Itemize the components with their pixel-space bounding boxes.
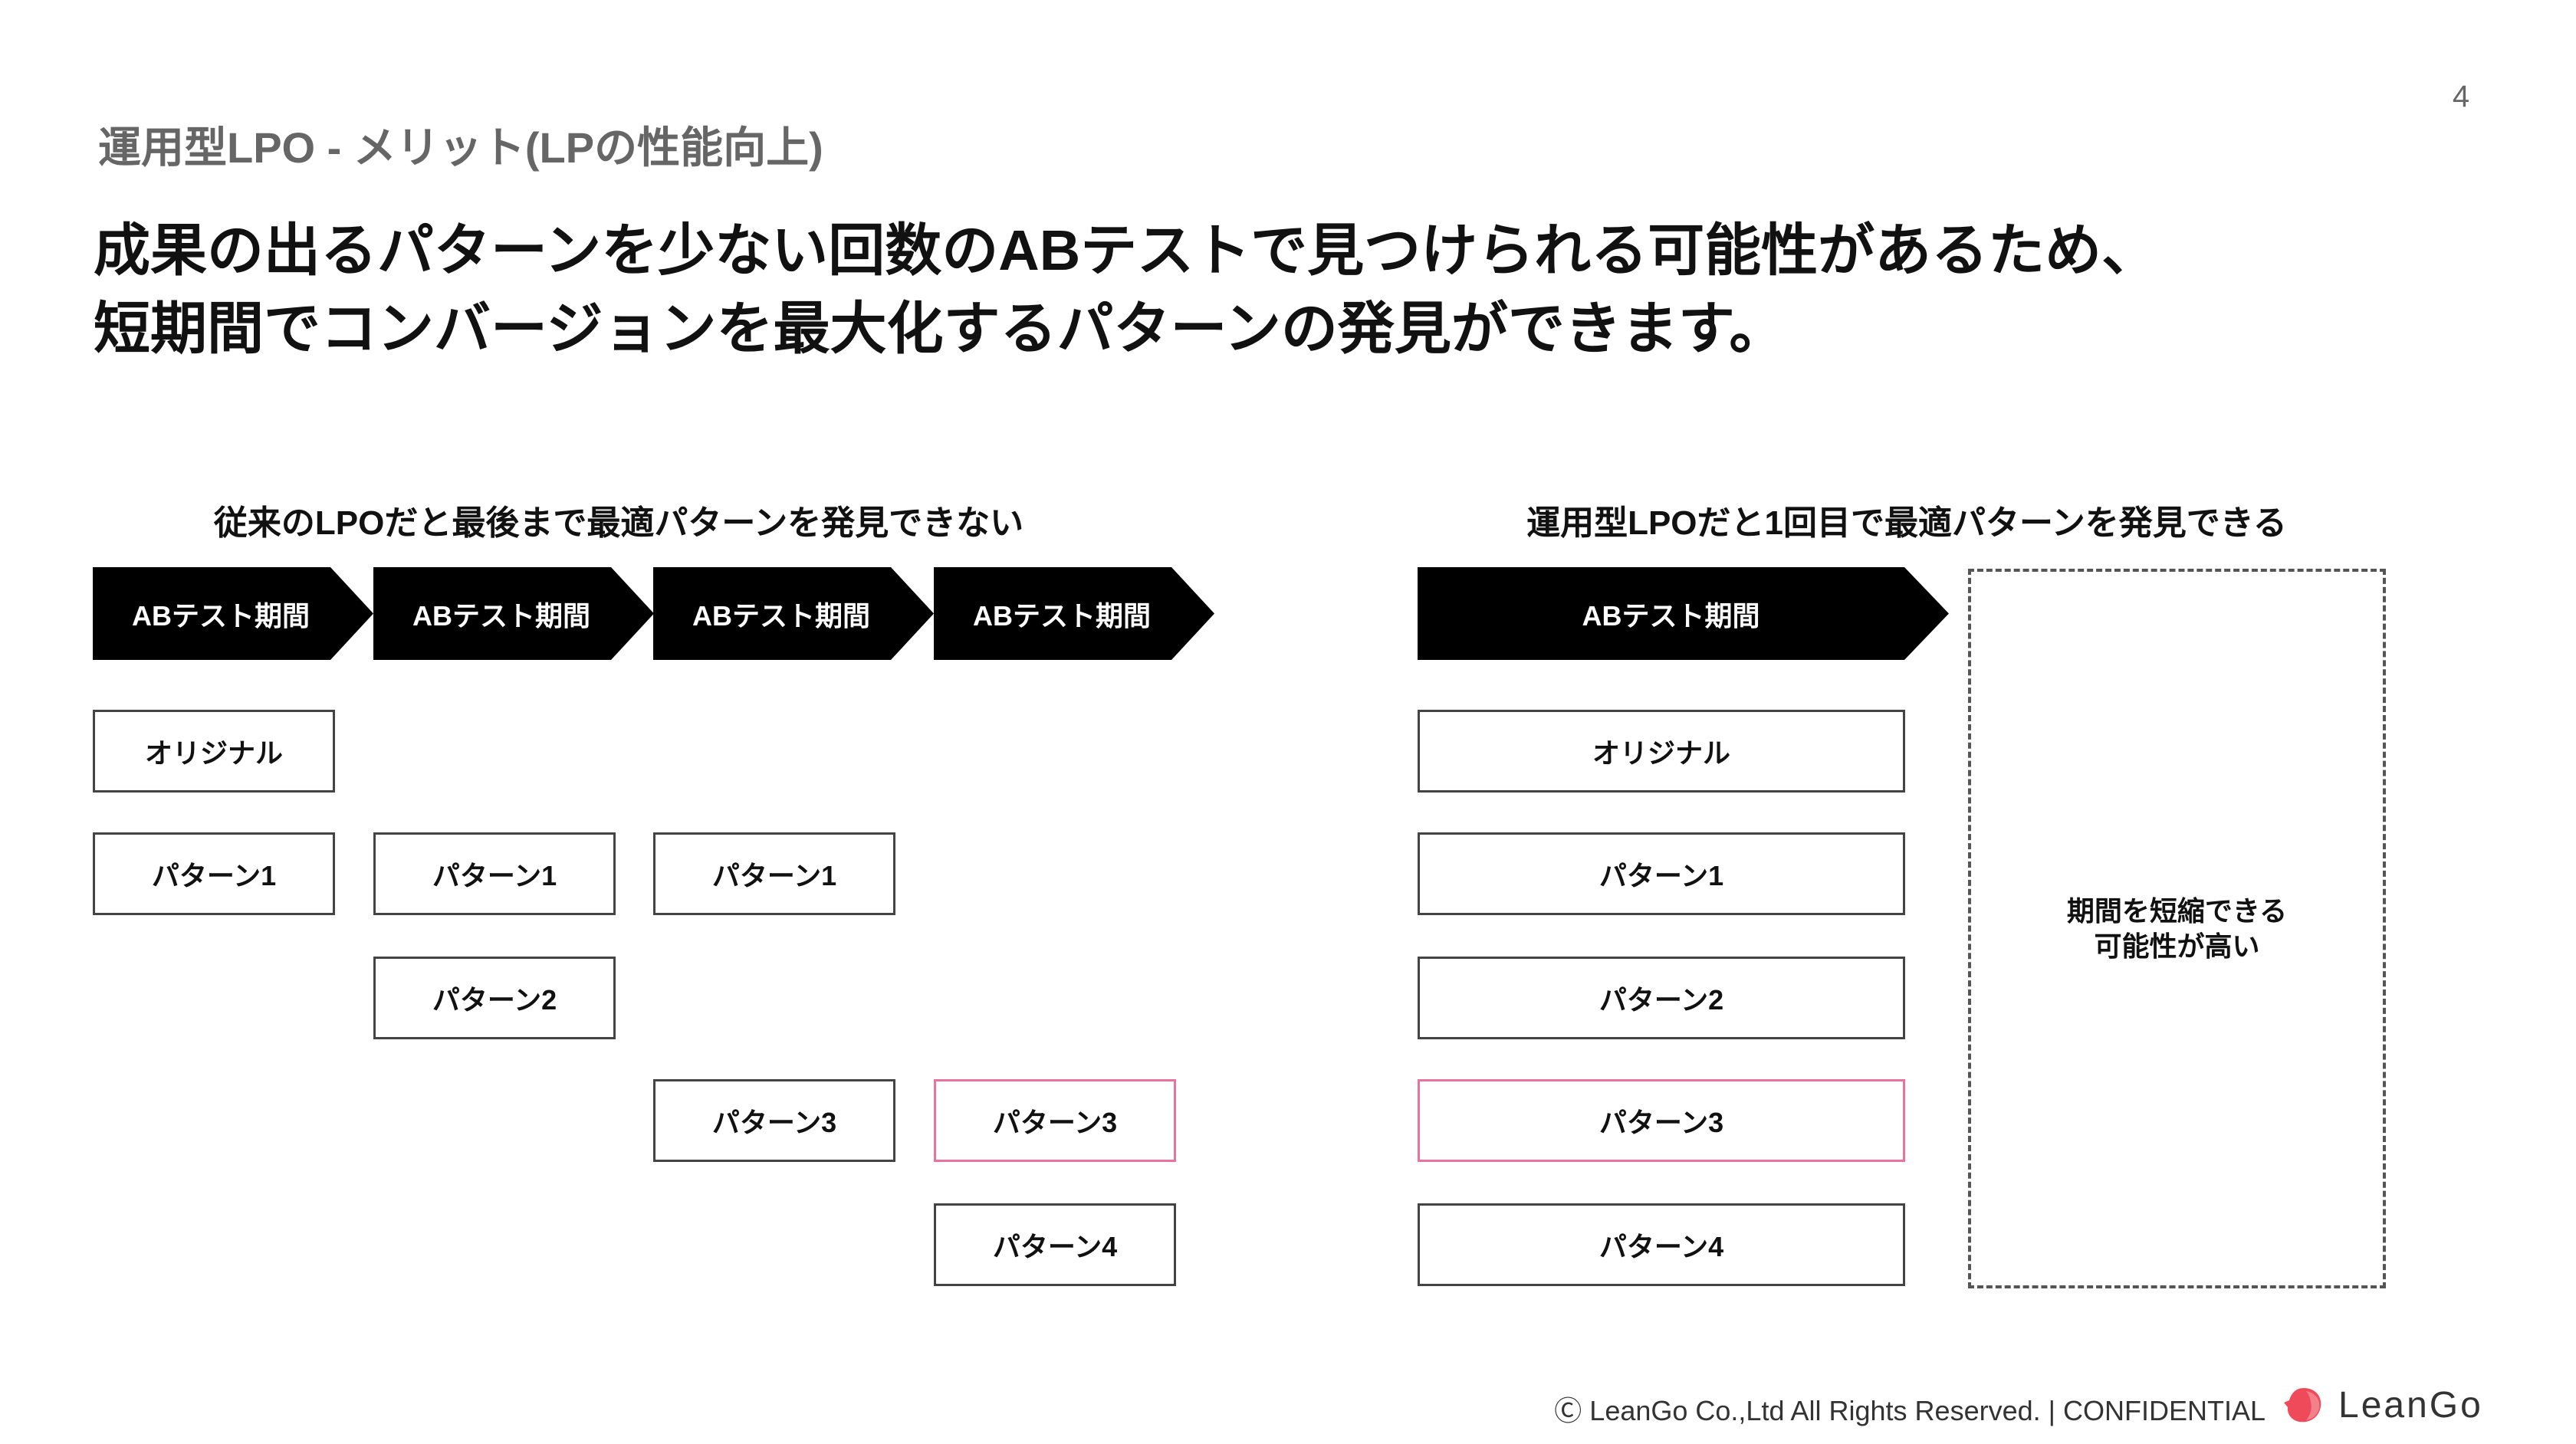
left-diagram-title: 従来のLPOだと最後まで最適パターンを発見できない xyxy=(213,504,1024,542)
right-diagram-title: 運用型LPOだと1回目で最適パターンを発見できる xyxy=(1526,504,2287,542)
pattern-box: オリジナル xyxy=(93,710,335,793)
headline-line-1: 成果の出るパターンを少ない回数のABテストで見つけられる可能性があるため、 xyxy=(94,218,2159,282)
pattern-box: パターン3 xyxy=(653,1079,895,1162)
pattern-box: パターン2 xyxy=(1418,957,1905,1039)
section-title: 運用型LPO - メリット(LPの性能向上) xyxy=(98,123,823,172)
copyright-text: Ⓒ LeanGo Co.,Ltd All Rights Reserved. | … xyxy=(1554,1395,2266,1426)
pattern-box: パターン4 xyxy=(1418,1203,1905,1286)
pattern-box: パターン4 xyxy=(934,1203,1176,1286)
ab-test-period-arrow-3: ABテスト期間 xyxy=(653,567,934,660)
pattern-box: パターン1 xyxy=(653,832,895,915)
ab-test-period-arrow-4: ABテスト期間 xyxy=(934,567,1214,660)
headline-line-2: 短期間でコンバージョンを最大化するパターンの発見ができます。 xyxy=(94,297,1786,360)
ab-test-period-arrow-single: ABテスト期間 xyxy=(1418,567,1949,660)
ab-test-period-arrow-1: ABテスト期間 xyxy=(93,567,373,660)
shortened-period-box: 期間を短縮できる 可能性が高い xyxy=(1968,569,2386,1288)
page-number: 4 xyxy=(2452,80,2470,113)
note-line-1: 期間を短縮できる xyxy=(2066,894,2288,927)
headline: 成果の出るパターンを少ない回数のABテストで見つけられる可能性があるため、 短期… xyxy=(94,212,2158,368)
leango-logo-icon xyxy=(2284,1388,2321,1423)
pattern-box: パターン2 xyxy=(373,957,616,1039)
note-line-2: 可能性が高い xyxy=(2094,930,2260,962)
pattern-box-best: パターン3 xyxy=(1418,1079,1905,1162)
pattern-box: パターン1 xyxy=(373,832,616,915)
ab-test-period-arrow-2: ABテスト期間 xyxy=(373,567,654,660)
pattern-box-best: パターン3 xyxy=(934,1079,1176,1162)
brand-name: LeanGo xyxy=(2338,1385,2483,1426)
pattern-box: パターン1 xyxy=(1418,832,1905,915)
pattern-box: オリジナル xyxy=(1418,710,1905,793)
pattern-box: パターン1 xyxy=(93,832,335,915)
